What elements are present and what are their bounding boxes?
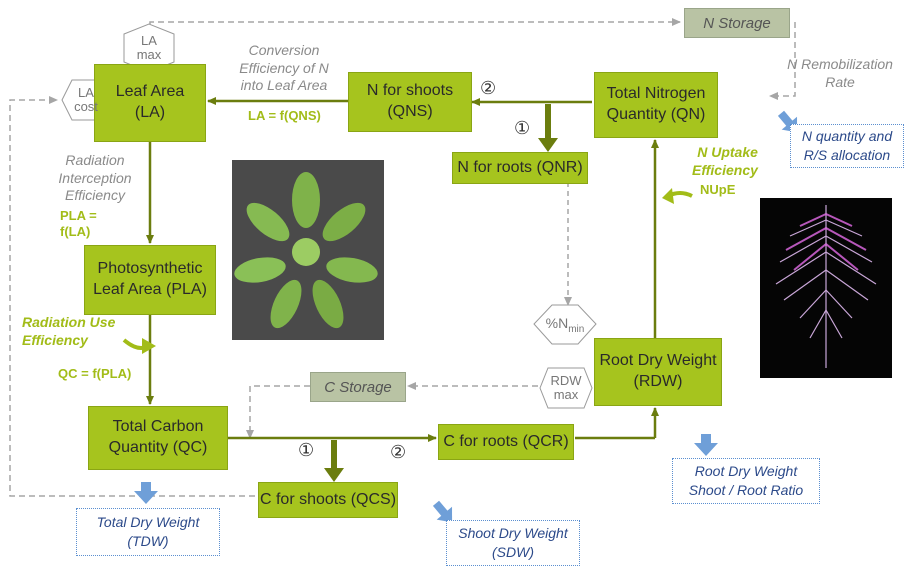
label-conversion-efficiency: Conversion Efficiency of N into Leaf Are… xyxy=(239,42,329,93)
split-arrowhead-n xyxy=(538,138,558,152)
box-n-shoots: N for shoots (QNS) xyxy=(348,72,472,132)
box-rdw-label: Root Dry Weight (RDW) xyxy=(599,352,717,390)
box-n-storage: N Storage xyxy=(684,8,790,38)
marker-two-n: ② xyxy=(480,78,497,98)
label-n-remobilization: N Remobilization Rate xyxy=(787,56,893,90)
label-nupe: NUpE xyxy=(700,182,736,197)
dashed-qcs-to-la-cost xyxy=(9,96,255,497)
label-radiation-use-efficiency: Radiation Use Efficiency xyxy=(22,314,116,348)
curve-arrow-nupe-head xyxy=(662,188,674,204)
hex-la-max-label: LA max xyxy=(136,33,162,62)
box-c-storage-label: C Storage xyxy=(324,378,392,396)
hex-n-min-base: %N xyxy=(545,315,569,331)
root-photo xyxy=(760,198,892,378)
box-c-roots-label: C for roots (QCR) xyxy=(443,432,569,450)
box-n-storage-label: N Storage xyxy=(703,14,771,32)
split-arrowhead-c xyxy=(324,468,344,482)
hex-rdw-max-label: RDW max xyxy=(550,373,582,402)
box-photosynthetic-leaf-area: Photosynthetic Leaf Area (PLA) xyxy=(84,245,216,315)
output-tdw-label: Total Dry Weight (TDW) xyxy=(96,514,200,549)
box-total-carbon-label: Total Carbon Quantity (QC) xyxy=(108,418,208,456)
hex-n-min-sub: min xyxy=(568,323,585,335)
box-c-storage: C Storage xyxy=(310,372,406,402)
label-qc-formula: QC = f(PLA) xyxy=(58,366,132,381)
hex-n-min xyxy=(533,304,597,345)
box-root-dry-weight: Root Dry Weight (RDW) xyxy=(594,338,722,406)
box-c-shoots: C for shoots (QCS) xyxy=(258,482,398,518)
box-c-roots: C for roots (QCR) xyxy=(438,424,574,460)
box-total-nitrogen-label: Total Nitrogen Quantity (QN) xyxy=(606,85,706,123)
hex-la-max xyxy=(123,23,175,73)
box-n-shoots-label: N for shoots (QNS) xyxy=(366,82,454,120)
hex-rdw-max xyxy=(539,367,593,409)
output-n-quantity-label: N quantity and R/S allocation xyxy=(801,128,893,163)
box-leaf-area: Leaf Area (LA) xyxy=(94,64,206,142)
output-arrow-sdw xyxy=(432,500,453,523)
marker-one-c: ① xyxy=(298,440,315,460)
box-total-nitrogen: Total Nitrogen Quantity (QN) xyxy=(594,72,718,138)
label-radiation-interception: Radiation Interception Efficiency xyxy=(58,152,132,203)
output-sdw-label: Shoot Dry Weight (SDW) xyxy=(458,525,568,560)
label-n-uptake-efficiency: N Uptake Efficiency xyxy=(692,144,758,178)
output-arrow-root-dw xyxy=(694,434,718,456)
rosette-photo xyxy=(232,160,384,340)
curve-arrow-rue-head xyxy=(142,338,156,354)
hex-la-cost-label: LA cost xyxy=(74,85,98,114)
dashed-cstorage-to-qc xyxy=(246,385,310,439)
box-leaf-area-label: Leaf Area (LA) xyxy=(115,83,185,121)
output-total-dry-weight: Total Dry Weight (TDW) xyxy=(76,508,220,556)
output-root-dry-weight: Root Dry Weight Shoot / Root Ratio xyxy=(672,458,820,504)
hex-n-min-label: %Nmin xyxy=(534,316,596,335)
label-la-formula: LA = f(QNS) xyxy=(248,108,321,123)
output-shoot-dry-weight: Shoot Dry Weight (SDW) xyxy=(446,520,580,566)
marker-one-n: ① xyxy=(514,118,531,138)
box-c-shoots-label: C for shoots (QCS) xyxy=(259,490,397,508)
dashed-n-storage-to-qn xyxy=(769,22,796,100)
box-total-carbon: Total Carbon Quantity (QC) xyxy=(88,406,228,470)
label-pla-formula: PLA = f(LA) xyxy=(60,208,97,240)
output-arrow-tdw xyxy=(134,482,158,504)
marker-two-c: ② xyxy=(390,442,407,462)
box-n-roots: N for roots (QNR) xyxy=(452,152,588,184)
box-n-roots-label: N for roots (QNR) xyxy=(457,158,583,176)
output-root-dw-label: Root Dry Weight Shoot / Root Ratio xyxy=(688,463,804,498)
output-n-quantity: N quantity and R/S allocation xyxy=(790,124,904,168)
box-pla-label: Photosynthetic Leaf Area (PLA) xyxy=(93,260,207,298)
